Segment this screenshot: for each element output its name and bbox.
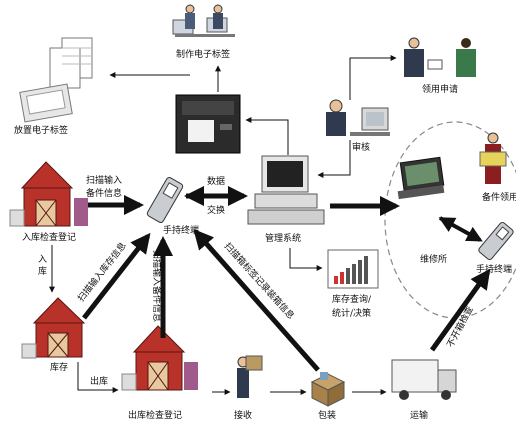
inventory-chart-icon bbox=[327, 249, 379, 289]
label-transport: 运输 bbox=[410, 409, 428, 421]
arrow-system-to-printer bbox=[245, 117, 289, 155]
label-receive: 接收 bbox=[234, 409, 252, 421]
label-printer-icon bbox=[175, 94, 241, 154]
arrow-system-to-chart bbox=[289, 248, 323, 271]
receiver-icon bbox=[237, 355, 263, 398]
arrow-stock-to-out bbox=[77, 362, 119, 393]
arrow-review-to-system bbox=[317, 140, 351, 178]
arrow-transport-to-maintenance bbox=[429, 268, 491, 352]
label-place-tag: 放置电子标签 bbox=[14, 124, 68, 136]
label-make-tag: 制作电子标签 bbox=[176, 48, 230, 60]
label-pack: 包装 bbox=[318, 409, 336, 421]
label-scan-pack-info: 扫描箱标签记录装箱信息 bbox=[222, 240, 297, 322]
label-in-check: 入库检查登记 bbox=[22, 231, 76, 243]
label-out-check: 出库检查登记 bbox=[128, 409, 182, 421]
package-icon bbox=[310, 372, 346, 407]
parts-collector-icon bbox=[479, 132, 507, 184]
label-scan-out-stock-info: 扫描输入备件信息 bbox=[151, 250, 163, 322]
inbound-warehouse-icon bbox=[9, 161, 88, 227]
label-exchange: 交换 bbox=[207, 204, 225, 216]
label-warehouse: 库存 bbox=[50, 361, 68, 373]
outbound-warehouse-icon bbox=[121, 325, 198, 391]
label-handheld: 手持终端 bbox=[163, 224, 199, 236]
label-scan-in: 扫描输入 bbox=[86, 174, 122, 186]
warehouse-icon bbox=[21, 297, 86, 359]
arrow-stock-to-handheld bbox=[82, 232, 151, 320]
label-in-stock-2: 库 bbox=[38, 265, 47, 277]
label-review: 审核 bbox=[352, 141, 370, 153]
handheld-terminal-icon bbox=[146, 177, 184, 223]
parts-application-icon bbox=[404, 37, 476, 77]
label-apply: 领用申请 bbox=[422, 83, 458, 95]
label-mgmt-system: 管理系统 bbox=[265, 232, 301, 244]
rfid-tags-icon bbox=[19, 37, 93, 123]
label-parts-apply: 备件领用 bbox=[482, 191, 516, 203]
label-parts-info: 备件信息 bbox=[86, 187, 122, 199]
arrow-laptop-handheld bbox=[438, 216, 483, 242]
label-out-stock: 出库 bbox=[90, 375, 108, 387]
reviewer-icon bbox=[326, 99, 390, 136]
tag-makers-icon bbox=[172, 4, 235, 37]
truck-icon bbox=[391, 359, 457, 400]
management-computer-icon bbox=[247, 155, 325, 225]
handheld-terminal-right-icon bbox=[478, 222, 514, 260]
arrow-pack-to-handheld bbox=[193, 229, 320, 372]
label-stats: 统计/决策 bbox=[332, 307, 371, 319]
label-data: 数据 bbox=[207, 175, 225, 187]
label-handheld-right: 手持终端 bbox=[476, 263, 512, 275]
label-in-stock-1: 入 bbox=[38, 254, 47, 265]
label-maintenance: 维修所 bbox=[420, 253, 447, 265]
arrow-review-to-apply bbox=[349, 55, 397, 100]
maintenance-laptop-icon bbox=[397, 156, 445, 200]
label-query: 库存查询/ bbox=[332, 293, 372, 305]
